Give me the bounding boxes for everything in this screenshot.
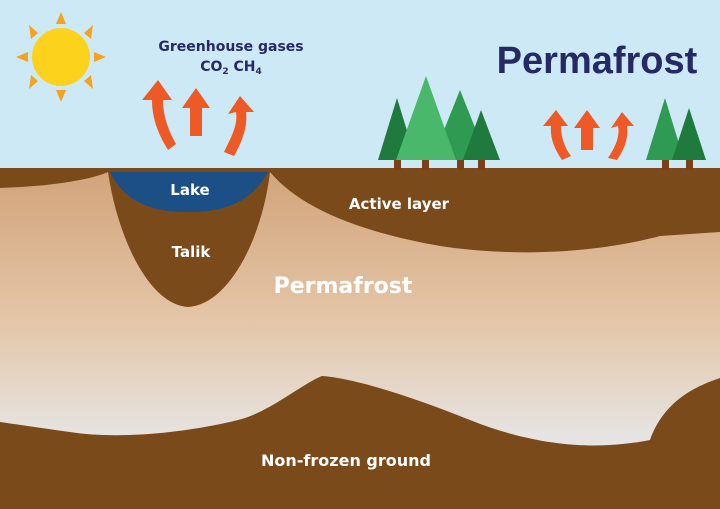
sky [0,0,720,172]
diagram-title: Permafrost [497,40,698,82]
ch4-subscript: 4 [256,67,262,77]
gas-formulas: CO2 CH4 [200,59,262,77]
active-layer-label: Active layer [349,195,450,213]
non-frozen-ground-label: Non-frozen ground [261,451,431,470]
permafrost-label: Permafrost [274,274,413,299]
gas-arrows-right [543,110,634,160]
curved-arrow-icon [142,80,176,150]
upward-arrow-icon [574,110,600,150]
gas-arrows-left [142,80,254,156]
sun-icon [16,12,106,102]
talik-label: Talik [172,243,212,261]
curved-arrow-icon [608,112,634,160]
tree-icon [463,110,500,170]
tree-icon [396,76,456,170]
tree-group [378,76,706,170]
upward-arrow-icon [182,88,210,136]
greenhouse-gases-label: Greenhouse gases [158,39,303,55]
lake-label: Lake [170,181,209,199]
tree-icon [672,108,706,170]
permafrost-layer [0,172,720,446]
ch4-label: CH [234,59,256,75]
co2-subscript: 2 [222,67,228,77]
tree-icon [646,98,684,170]
lake-shape [110,172,268,212]
co2-label: CO [200,59,222,75]
curved-arrow-icon [224,96,254,156]
curved-arrow-icon [543,110,571,160]
